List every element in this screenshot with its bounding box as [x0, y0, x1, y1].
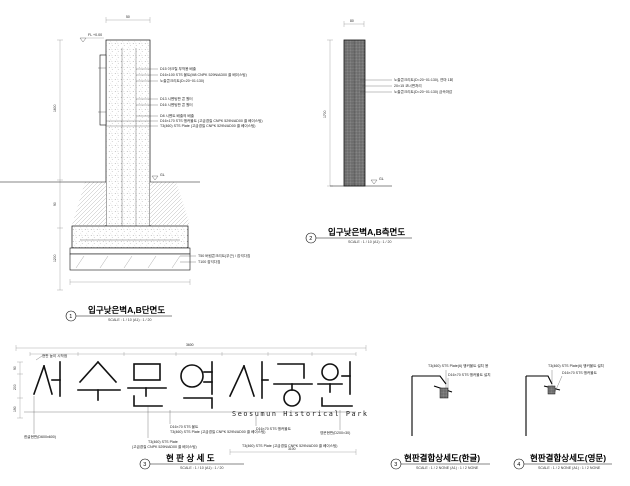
- sign-note-4: T3(460) STS Plate (고급경질 CNPK 529N/AD00 쿨…: [170, 429, 265, 434]
- sign-note-5: (고급경질 CNPK 529N/AD00 쿨 베이스팅): [132, 444, 197, 449]
- sign-left-dim-3: 190: [13, 406, 17, 412]
- elevation-title: 입구낮은벽A,B측면도: [328, 227, 405, 237]
- section-footing: [71, 225, 189, 249]
- side-elevation-drawing: 80 1700 GL 노출콘크리트(D=20~01:130), 연마 1회 20…: [305, 19, 453, 244]
- section-note-2: D16×100 STS 볼트(M8 CNPK 529N/AD00 쿨 베이스팅): [160, 72, 247, 77]
- detail-kr-note-2: D16×70 STS 앵커볼트 설치: [448, 372, 491, 377]
- section-title-block: 1 입구낮은벽A,B단면도 SCALE : 1 / 10 (A1) : 1 / …: [65, 305, 172, 322]
- sign-title-block: 3 현 판 상 세 도 SCALE : 1 / 10 (A1) : 1 / 20: [139, 453, 244, 470]
- detail-en-scale: SCALE : 1 / 2 NONE (A1) : 1 / 2 NONE: [538, 466, 601, 470]
- section-top-dim-text: 50: [126, 15, 130, 19]
- elevation-top-dimension: 80: [343, 19, 365, 27]
- sign-glyph-mun: 면: [127, 363, 167, 407]
- elevation-notes: 노출콘크리트(D=20~01:130), 연마 1회 20×15 코너면처리 노…: [360, 77, 453, 94]
- section-left-dimensions: 1600 90 1200: [53, 39, 63, 291]
- detail-en-note-1: T3(460) STS Plate(6) 앵커볼트 설치: [548, 363, 604, 368]
- sign-glyph-sa: 사: [228, 361, 269, 399]
- detail-en-title-block: 4 현판결합상세도(영문) SCALE : 1 / 2 NONE (A1) : …: [513, 453, 612, 470]
- elevation-title-number: 2: [309, 236, 312, 242]
- detail-kr-title-block: 3 현판결합상세도(한글) SCALE : 1 / 2 NONE (A1) : …: [390, 453, 490, 470]
- sign-notes: 한글현판(D600x600) T3(460) STS Plate D16×70 …: [24, 396, 350, 449]
- sign-scale: SCALE : 1 / 10 (A1) : 1 / 20: [180, 466, 224, 470]
- elevation-scale: SCALE : 1 / 10 (A1) : 1 / 20: [348, 240, 392, 244]
- detail-en-title-number: 4: [517, 462, 520, 468]
- detail-kr-title: 현판결합상세도(한글): [404, 453, 480, 463]
- sign-bottom-dim: 3100: [288, 447, 296, 451]
- section-wall-body: [105, 39, 151, 231]
- section-top-dimension: 50: [105, 15, 151, 23]
- sign-note-7: T3(460) STS Plate (고급경질 CNPK 529N/AD00 쿨…: [242, 443, 337, 448]
- section-soil-right: [150, 182, 190, 225]
- elevation-wall-face: [343, 39, 366, 187]
- sign-english-text: Seosumun Historical Park: [232, 410, 369, 418]
- sign-overall-dimension: 3600: [15, 343, 367, 356]
- section-note-1: D15 아크릴 부착용 배출: [160, 66, 197, 71]
- sign-glyph-yeok: 역: [180, 361, 213, 409]
- section-note-5: D16 시멘팅판 콘 원터: [160, 102, 193, 107]
- section-gl-text: GL: [160, 173, 165, 177]
- sign-top-note: 현판 높이 시작점: [42, 353, 67, 358]
- detail-en-title: 현판결합상세도(영문): [530, 453, 606, 463]
- sign-glyph-su: 수: [77, 360, 121, 401]
- detail-en-anchor: [547, 385, 556, 395]
- elevation-note-2: 20×15 코너면처리: [394, 83, 422, 88]
- sign-glyph-won: 원: [317, 361, 353, 407]
- section-dim-3: 1200: [53, 254, 57, 262]
- elevation-top-dim-text: 80: [350, 19, 354, 23]
- elevation-title-block: 2 입구낮은벽A,B측면도 SCALE : 1 / 10 (A1) : 1 / …: [305, 227, 412, 244]
- sign-overall-dim: 3600: [186, 343, 194, 347]
- section-dim-2: 90: [53, 202, 57, 206]
- sign-note-3: D16×70 STS 볼트: [170, 424, 199, 429]
- detail-korean-drawing: T3(460) STS Plate(6) 앵커볼트 설치 용 D16×70 ST…: [390, 363, 491, 470]
- sign-left-dim-2: 200: [13, 384, 17, 390]
- section-foot-note-1: T50 버림콘크리트(무근) / 잡석다짐: [198, 253, 250, 258]
- section-title-number: 1: [69, 314, 72, 320]
- section-elevation-marker: FL +0.00: [79, 33, 104, 43]
- section-elev-text: FL +0.00: [88, 33, 102, 37]
- sign-note-8: 영문현판(D200×30): [320, 430, 350, 435]
- detail-kr-scale: SCALE : 1 / 2 NONE (A1) : 1 / 2 NONE: [416, 466, 479, 470]
- elevation-note-3: 노출콘크리트(D=20~01:130) 금속마감: [394, 89, 453, 94]
- elevation-left-dimension: 1700: [323, 39, 333, 187]
- detail-english-drawing: T3(460) STS Plate(6) 앵커볼트 설치 D16×70 STS …: [513, 363, 612, 470]
- elevation-gl-marker: GL: [370, 177, 384, 185]
- section-gravel-bed: [69, 253, 191, 271]
- signboard-drawing: 3600 현판 높이 시작점 90 200 190 시: [13, 343, 369, 470]
- section-soil-left: [72, 182, 106, 225]
- section-foot-note-2: T100 잡석다짐: [198, 259, 220, 264]
- detail-kr-title-number: 3: [394, 462, 397, 468]
- sign-left-dimensions: 90 200 190: [13, 361, 23, 419]
- sign-note-1: 한글현판(D600x600): [24, 434, 56, 439]
- section-notes: D15 아크릴 부착용 배출 D16×100 STS 볼트(M8 CNPK 52…: [106, 66, 263, 264]
- section-title: 입구낮은벽A,B단면도: [88, 305, 165, 315]
- sign-left-dim-1: 90: [13, 366, 17, 370]
- detail-en-note-2: D16×70 STS 앵커볼트: [562, 370, 598, 375]
- sign-note-6: D16×70 STS 앵커볼트: [256, 426, 292, 431]
- section-gl-marker: GL: [151, 173, 165, 181]
- elevation-note-1: 노출콘크리트(D=20~01:130), 연마 1회: [394, 77, 453, 82]
- section-face-plate: [99, 54, 107, 126]
- sign-bottom-dimension: 3100: [229, 447, 357, 455]
- detail-kr-notes: T3(460) STS Plate(6) 앵커볼트 설치 용 D16×70 ST…: [428, 363, 491, 396]
- elevation-side-dim: 1700: [323, 110, 327, 118]
- elevation-gl-text: GL: [379, 177, 384, 181]
- section-lean-concrete: [69, 247, 191, 255]
- section-note-6: D8 시멘트 배출의 배출: [160, 113, 195, 118]
- section-scale: SCALE : 1 / 10 (A1) : 1 / 20: [108, 318, 152, 322]
- section-drawing: 50 FL +0.00 1600 90 1200: [0, 15, 263, 322]
- section-note-7: D16×170 STS 앵커볼트 (고급경질 CNPK 529N/AD00 쿨 …: [160, 118, 263, 123]
- section-dim-1: 1600: [53, 104, 57, 112]
- section-note-8: T3(460) STS Plate (고급경질 CNPK 529N/AD00 쿨…: [160, 123, 255, 128]
- detail-kr-anchor: [439, 387, 449, 399]
- sign-note-2: T3(460) STS Plate: [148, 440, 178, 444]
- sign-glyph-seo: 시: [32, 361, 61, 397]
- detail-kr-note-1: T3(460) STS Plate(6) 앵커볼트 설치 용: [428, 363, 489, 368]
- section-note-3: 노출콘크리트(D=20~01:130): [160, 78, 204, 83]
- sign-title: 현 판 상 세 도: [166, 453, 215, 463]
- sign-glyph-gong: 공: [273, 363, 313, 407]
- section-note-4: D13 시멘팅판 콘 원터: [160, 96, 193, 101]
- sign-title-number: 3: [143, 462, 146, 468]
- detail-en-notes: T3(460) STS Plate(6) 앵커볼트 설치 D16×70 STS …: [548, 363, 604, 393]
